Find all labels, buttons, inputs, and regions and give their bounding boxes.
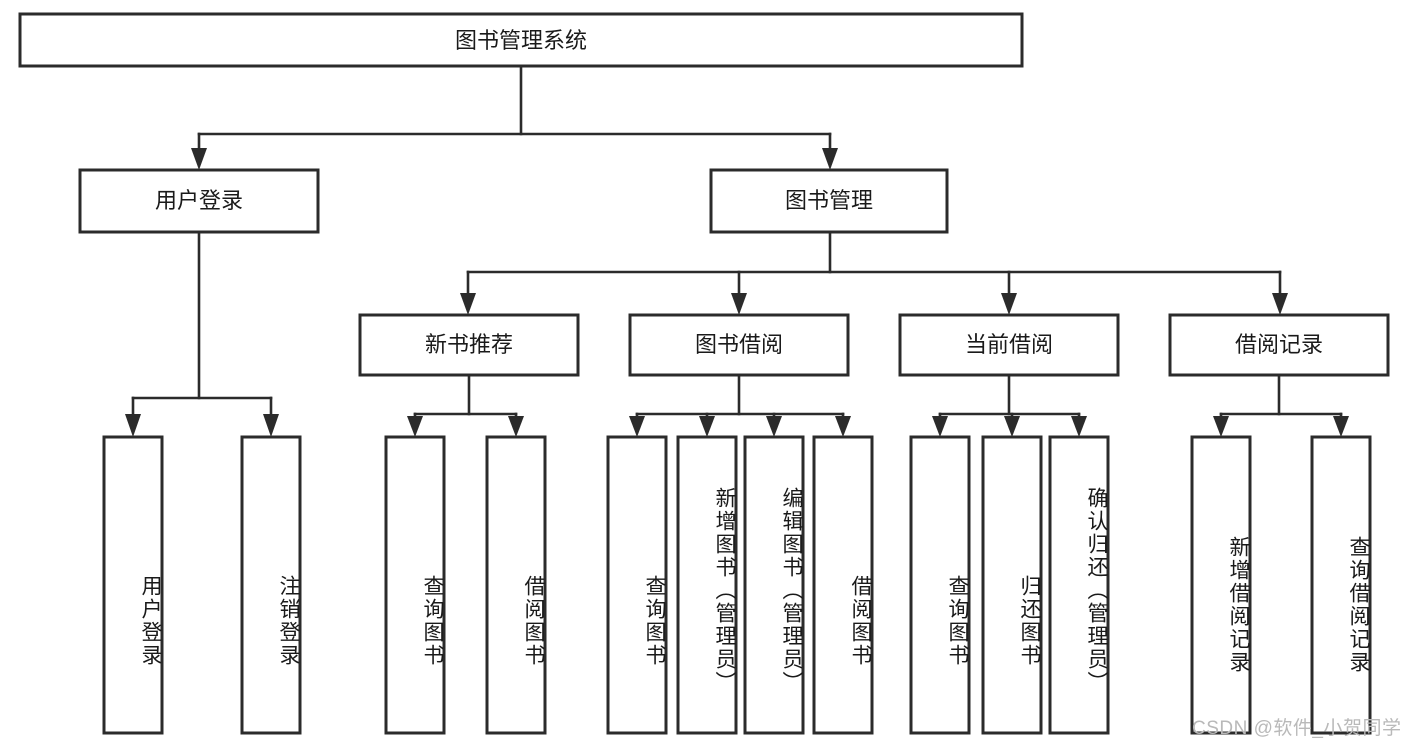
node-current-borrow-box <box>898 313 1120 377</box>
connector-group-bookmgmt-to-level3 <box>460 230 1288 315</box>
leaf-box-add-borrow-record[interactable] <box>1190 435 1252 735</box>
leaf-box-query-book-newbook[interactable] <box>384 435 446 735</box>
arrow-head-icon <box>460 293 476 315</box>
leaf-box-query-book-borrow[interactable] <box>606 435 668 735</box>
node-book-borrow-label: 图书借阅 <box>695 332 783 357</box>
node-user-login-label: 用户登录 <box>155 188 243 213</box>
arrow-head-icon <box>731 293 747 315</box>
node-borrow-records-box <box>1168 313 1390 377</box>
leaf-box-group <box>102 435 1372 735</box>
node-current-borrow-label: 当前借阅 <box>965 332 1053 357</box>
connector-group-current-to-leaves <box>932 373 1087 437</box>
node-book-borrow[interactable]: 图书借阅 <box>628 313 850 377</box>
node-root-box <box>18 12 1024 68</box>
node-book-borrow-box <box>628 313 850 377</box>
leaf-box-borrow-book[interactable] <box>812 435 874 735</box>
connector-group-borrow-to-leaves <box>629 373 851 437</box>
arrow-head-icon <box>125 414 141 437</box>
arrow-head-icon <box>629 416 645 437</box>
arrow-head-icon <box>1004 416 1020 437</box>
arrow-head-icon <box>407 416 423 437</box>
arrow-head-icon <box>699 416 715 437</box>
arrow-head-icon <box>1213 416 1229 437</box>
connector-group-records-to-leaves <box>1213 373 1349 437</box>
node-book-management-box <box>709 168 949 234</box>
leaf-box-edit-book-admin[interactable] <box>743 435 805 735</box>
leaf-box-query-borrow-record[interactable] <box>1310 435 1372 735</box>
leaf-box-add-book-admin[interactable] <box>676 435 738 735</box>
leaf-box-borrow-book-newbook[interactable] <box>485 435 547 735</box>
node-user-login[interactable]: 用户登录 <box>78 168 320 234</box>
node-book-management[interactable]: 图书管理 <box>709 168 949 234</box>
arrow-head-icon <box>1272 293 1288 315</box>
leaf-box-return-book[interactable] <box>981 435 1043 735</box>
arrow-head-icon <box>932 416 948 437</box>
arrow-head-icon <box>822 148 838 170</box>
arrow-head-icon <box>766 416 782 437</box>
node-new-book-recommend-label: 新书推荐 <box>425 332 513 357</box>
node-borrow-records[interactable]: 借阅记录 <box>1168 313 1390 377</box>
node-new-book-recommend[interactable]: 新书推荐 <box>358 313 580 377</box>
csdn-watermark: CSDN @软件_小贺同学 <box>1192 718 1402 739</box>
arrow-head-icon <box>1333 416 1349 437</box>
node-borrow-records-label: 借阅记录 <box>1235 332 1323 357</box>
arrow-head-icon <box>1071 416 1087 437</box>
arrow-head-icon <box>835 416 851 437</box>
leaf-box-logout[interactable] <box>240 435 302 735</box>
arrow-head-icon <box>1001 293 1017 315</box>
arrow-head-icon <box>263 414 279 437</box>
arrow-head-icon <box>508 416 524 437</box>
node-user-login-box <box>78 168 320 234</box>
node-book-management-label: 图书管理 <box>785 188 873 213</box>
node-new-book-recommend-box <box>358 313 580 377</box>
node-root-system[interactable]: 图书管理系统 <box>18 12 1024 68</box>
connector-group-newbook-to-leaves <box>407 373 524 437</box>
leaf-box-confirm-return-admin[interactable] <box>1048 435 1110 735</box>
leaf-box-query-book-current[interactable] <box>909 435 971 735</box>
connector-group-userlogin-to-leaves <box>125 230 279 437</box>
node-root-label: 图书管理系统 <box>455 28 587 53</box>
leaf-box-user-login[interactable] <box>102 435 164 735</box>
connector-group-root-to-level2 <box>191 64 838 170</box>
arrow-head-icon <box>191 148 207 170</box>
node-current-borrow[interactable]: 当前借阅 <box>898 313 1120 377</box>
